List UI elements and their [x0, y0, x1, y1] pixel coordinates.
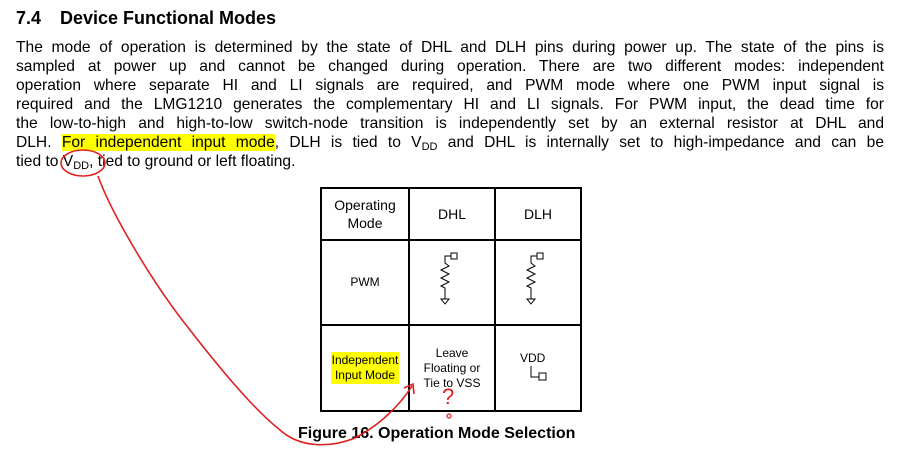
pwm-dlh-cell: [494, 239, 582, 326]
dhl-line-3: Tie to VSS: [423, 375, 481, 390]
paragraph-line-7: tied to VDD, tied to ground or left floa…: [16, 152, 884, 172]
line7-end: , tied to ground or left floating.: [89, 153, 296, 170]
paragraph-line-2: sampled at power up and cannot be change…: [16, 58, 884, 75]
section-number: 7.4: [16, 8, 42, 28]
header-mode-label: Operating Mode: [334, 197, 396, 231]
pwm-mode-cell: PWM: [320, 239, 410, 326]
question-dot: [446, 413, 452, 419]
section-title: Device Functional Modes: [60, 8, 277, 28]
vdd-subscript: DD: [421, 141, 438, 153]
vdd-label: VDD: [520, 351, 546, 365]
dhl-line-1: Leave: [435, 345, 469, 360]
independent-line-1: Independent: [331, 353, 399, 367]
paragraph-line-6: DLH. For independent input mode, DLH is …: [16, 133, 884, 153]
header-operating-mode: Operating Mode: [320, 187, 410, 241]
line6-middle: , DLH is tied to V: [274, 134, 422, 151]
independent-line-2: Input Mode: [334, 368, 396, 382]
header-dhl: DHL: [408, 187, 496, 241]
resistor-to-ground-icon: [439, 252, 458, 305]
vdd-subscript: DD: [73, 160, 90, 172]
independent-dhl-cell: Leave Floating or Tie to VSS: [408, 324, 496, 412]
line7-start: tied to V: [16, 153, 74, 170]
paragraph-line-1: The mode of operation is determined by t…: [16, 39, 884, 56]
paragraph-line-3: operation where separate HI and LI signa…: [16, 77, 884, 94]
independent-dlh-cell: VDD: [494, 324, 582, 412]
resistor-to-ground-icon: [525, 252, 544, 305]
figure-caption: Figure 16. Operation Mode Selection: [298, 425, 576, 442]
paragraph-line-4: required and the LMG1210 generates the c…: [16, 96, 884, 113]
pwm-dhl-cell: [408, 239, 496, 326]
line6-start: DLH.: [16, 134, 62, 151]
header-dlh: DLH: [494, 187, 582, 241]
section-heading: 7.4 Device Functional Modes: [16, 8, 276, 29]
paragraph-line-5: the low-to-high and high-to-low switch-n…: [16, 115, 884, 132]
dhl-line-2: Floating or: [423, 360, 481, 375]
line6-end: and DHL is internally set to high-impeda…: [437, 134, 884, 151]
highlighted-phrase: For independent input mode: [61, 134, 275, 151]
vdd-tie-icon: [530, 366, 547, 381]
